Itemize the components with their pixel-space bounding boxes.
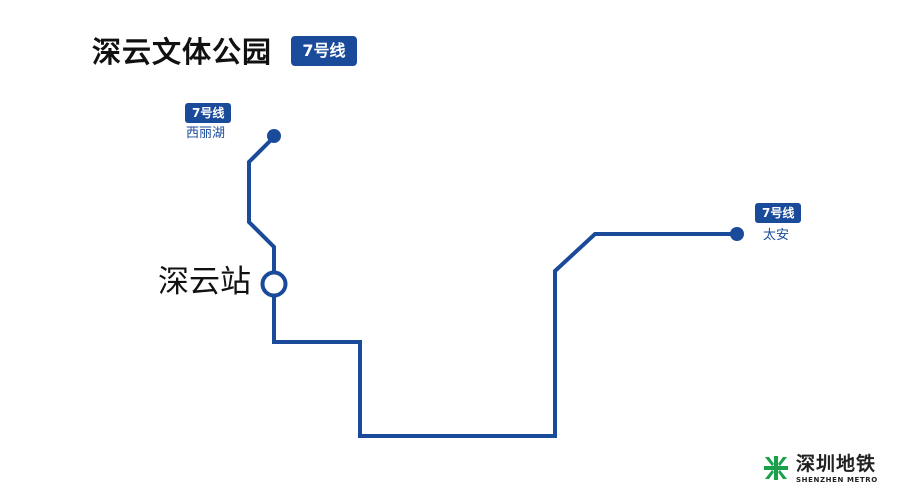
terminal-east-badge: 7号线 — [755, 203, 802, 223]
current-station-label: 深云站 — [158, 264, 251, 300]
logo-text-cn: 深圳地铁 — [796, 453, 877, 475]
line-badge: 7号线 — [291, 36, 357, 66]
route-line — [247, 135, 737, 438]
logo-text-en: SHENZHEN METRO — [796, 476, 878, 484]
page-title: 深云文体公园 — [92, 35, 273, 69]
terminal-dot-west — [267, 129, 281, 143]
terminal-east-label: 太安 — [763, 228, 790, 243]
terminal-west-badge: 7号线 — [185, 103, 232, 123]
terminal-dot-east — [730, 227, 744, 241]
shenzhen-metro-logo: 深圳地铁 SHENZHEN METRO — [762, 452, 892, 488]
terminal-west-label: 西丽湖 — [186, 126, 226, 141]
metro-logo-icon — [764, 456, 788, 480]
current-station-marker — [260, 270, 288, 298]
